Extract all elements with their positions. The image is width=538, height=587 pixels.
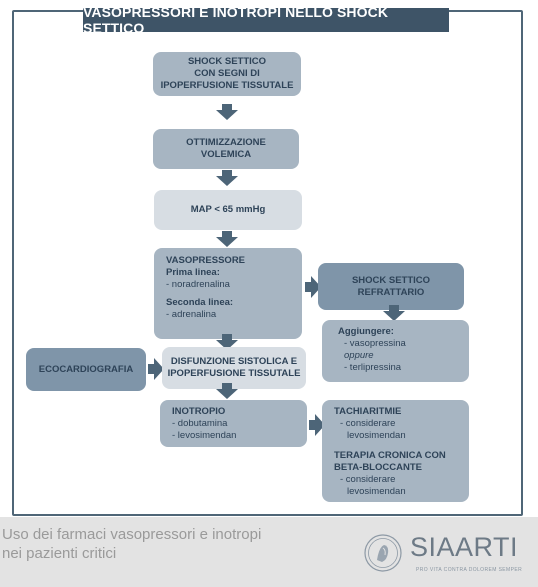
aggiungere-item1: - vasopressina [344,338,406,349]
box-tachiaritmie: TACHIARITMIE - considerare levosimendan … [322,400,469,502]
box-inotropio: INOTROPIO - dobutamina - levosimendan [160,400,307,447]
box-aggiungere: Aggiungere: - vasopressina oppure - terl… [322,320,469,382]
arrow-down-icon [216,170,238,186]
footer-caption: Uso dei farmaci vasopressori e inotropi … [2,525,261,563]
vasopressore-prima-item: - noradrenalina [166,279,230,290]
box-refrattario-line1: SHOCK SETTICO [351,274,431,286]
inotropio-item1: - dobutamina [172,418,228,429]
arrow-down-icon [216,104,238,120]
arrow-down-icon [216,334,238,350]
box-shock-refrattario: SHOCK SETTICO REFRATTARIO [318,263,464,310]
tachi-heading2b: BETA-BLOCCANTE [334,462,422,473]
arrow-down-icon [216,383,238,399]
vasopressore-seconda-item: - adrenalina [166,309,217,320]
tachi-line1: - considerare [340,418,396,429]
tachi-heading2a: TERAPIA CRONICA CON [334,450,446,461]
vasopressore-prima-label: Prima linea: [166,267,220,278]
aggiungere-item2: - terlipressina [344,362,402,373]
arrow-down-icon [216,231,238,247]
box-shock-settico: SHOCK SETTICO CON SEGNI DI IPOPERFUSIONE… [153,52,301,96]
box-ottimizzazione-volemica: OTTIMIZZAZIONE VOLEMICA [153,129,299,169]
disfunzione-line2: IPOPERFUSIONE TISSUTALE [167,368,301,379]
box-ottimizzazione-line2: VOLEMICA [200,149,252,160]
diagram-title: VASOPRESSORI E INOTROPI NELLO SHOCK SETT… [83,4,449,36]
aggiungere-oppure: oppure [344,350,374,361]
box-map: MAP < 65 mmHg [154,190,302,230]
arrow-right-icon [305,276,321,298]
footer: Uso dei farmaci vasopressori e inotropi … [0,517,538,587]
box-ottimizzazione-line1: OTTIMIZZAZIONE [186,137,266,148]
footer-caption-line2: nei pazienti critici [2,545,117,562]
box-shock-line2: CON SEGNI DI [194,68,260,79]
box-disfunzione-sistolica: DISFUNZIONE SISTOLICA E IPOPERFUSIONE TI… [162,347,306,389]
vasopressore-heading: VASOPRESSORE [166,255,246,266]
vasopressore-seconda-label: Seconda linea: [166,297,234,308]
box-vasopressore: VASOPRESSORE Prima linea: - noradrenalin… [154,248,302,339]
siaarti-logo-tagline: PRO VITA CONTRA DOLOREM SEMPER [416,567,523,573]
box-refrattario-line2: REFRATTARIO [357,286,425,298]
box-shock-line3: IPOPERFUSIONE TISSUTALE [160,80,294,91]
siaarti-seal-icon [364,534,402,572]
tachi-line3: - considerare [340,474,396,485]
footer-caption-line1: Uso dei farmaci vasopressori e inotropi [2,526,262,543]
disfunzione-line1: DISFUNZIONE SISTOLICA E [170,356,298,367]
siaarti-logo-name: SIAARTI [410,532,519,562]
inotropio-heading: INOTROPIO [172,406,226,417]
tachi-line2: levosimendan [347,430,406,441]
aggiungere-heading: Aggiungere: [338,326,394,337]
inotropio-item2: - levosimendan [172,430,237,441]
arrow-right-icon [148,358,164,380]
arrow-down-icon [383,305,405,321]
box-ecocardiografia: ECOCARDIOGRAFIA [26,348,146,391]
arrow-right-icon [309,414,325,436]
tachi-line4: levosimendan [347,486,406,497]
tachi-heading: TACHIARITMIE [334,406,402,417]
box-shock-line1: SHOCK SETTICO [187,56,267,67]
box-map-label: MAP < 65 mmHg [190,204,266,215]
ecocardiografia-label: ECOCARDIOGRAFIA [38,363,134,375]
